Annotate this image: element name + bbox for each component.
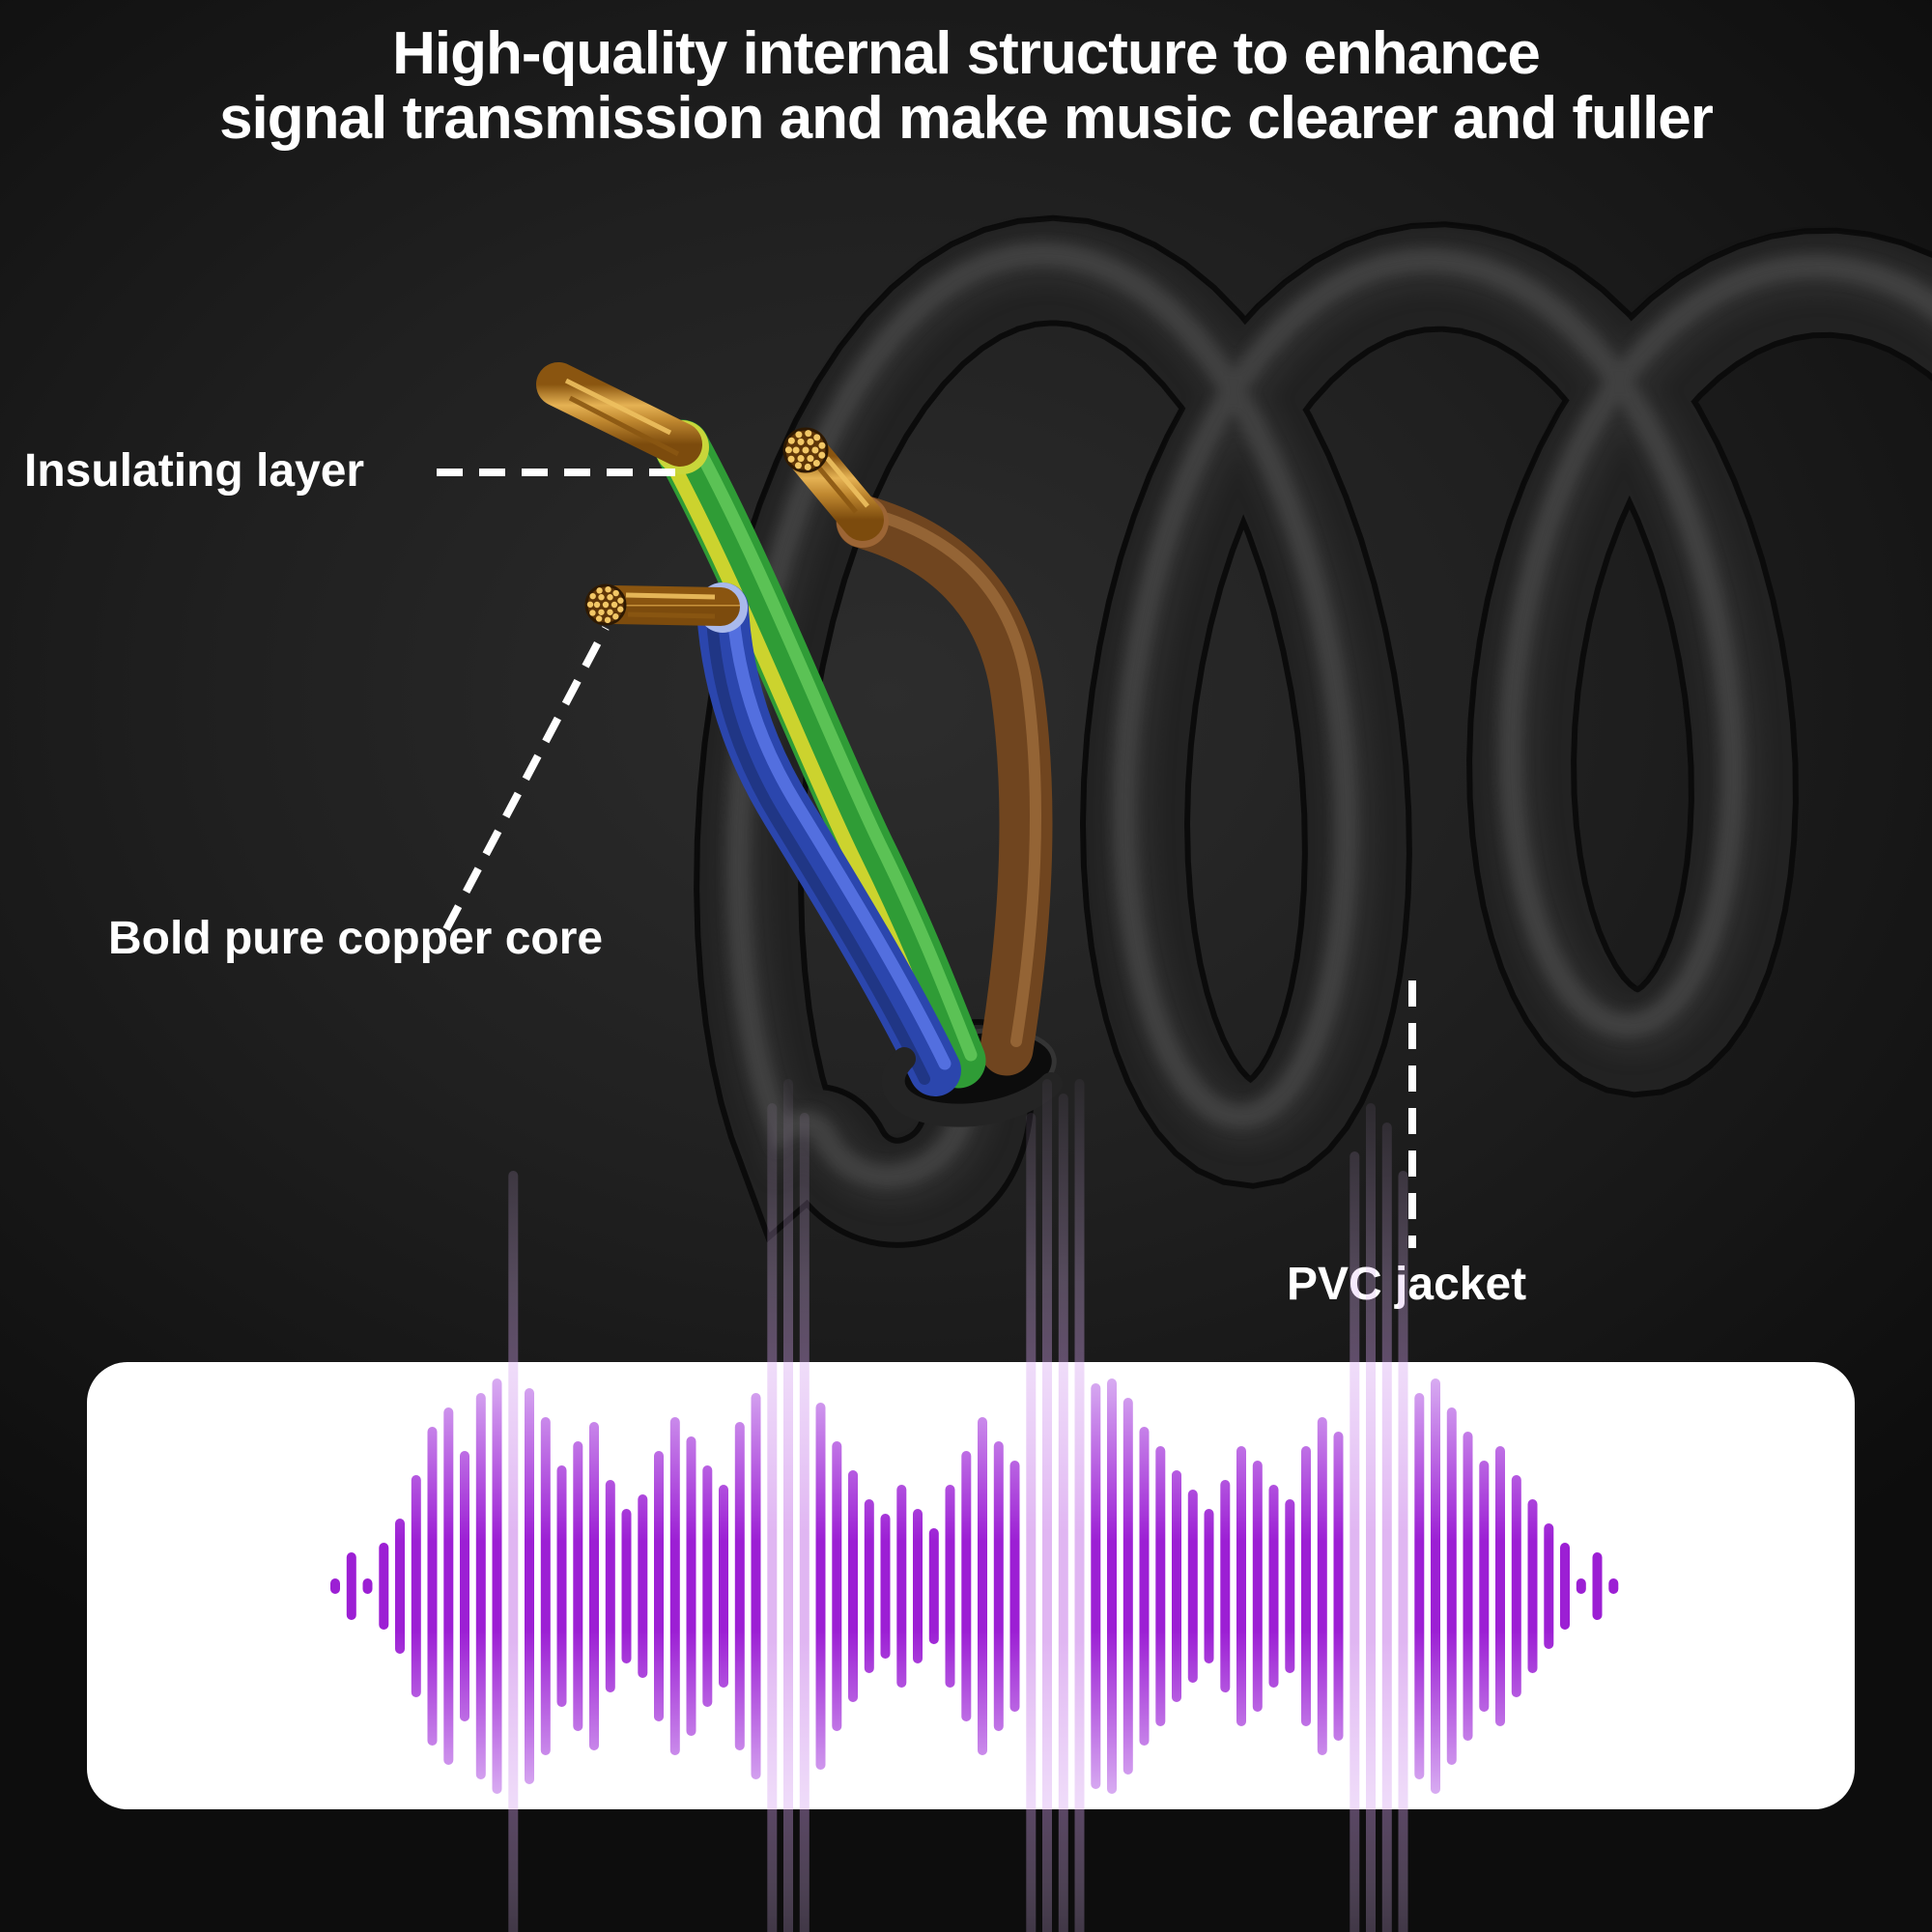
copper-strand-dot	[813, 434, 821, 441]
copper-strand-dot	[804, 463, 811, 470]
copper-strand-dot	[612, 613, 619, 620]
title-line-1: High-quality internal structure to enhan…	[392, 20, 1541, 87]
copper-strand-dot	[807, 455, 814, 463]
copper-strand-dot	[802, 446, 810, 454]
copper-strand-line	[815, 464, 858, 514]
wire-blue	[591, 582, 961, 1096]
label-pvc-jacket: PVC jacket	[1287, 1259, 1527, 1310]
copper-strand-dot	[818, 451, 826, 459]
copper-strand-dot	[598, 609, 605, 615]
copper-strand-dot	[602, 601, 610, 609]
copper-strand-dot	[586, 601, 594, 608]
wire-blue-copper	[591, 585, 740, 626]
wire-green	[536, 362, 986, 1089]
copper-strand-dot	[807, 438, 814, 445]
copper-strand-dot	[794, 462, 802, 469]
leader-copper-core	[442, 626, 610, 931]
copper-strand-dot	[598, 594, 605, 601]
copper-strand-dot	[797, 438, 805, 445]
copper-strand-dot	[805, 430, 812, 438]
copper-strand-dot	[607, 594, 613, 601]
copper-strand-line	[625, 592, 716, 600]
label-insulating-layer: Insulating layer	[24, 445, 365, 497]
copper-strand-line	[564, 378, 672, 436]
label-copper-core: Bold pure copper core	[108, 913, 604, 964]
copper-strand-dot	[795, 431, 803, 439]
coil-sheen	[726, 242, 1932, 1188]
copper-strand-dot	[589, 610, 596, 616]
wire-blue-shade	[706, 611, 930, 1085]
jacket-opening-lip	[881, 1047, 1063, 1127]
copper-strand-dot	[589, 592, 596, 600]
wire-blue-gloss	[725, 595, 952, 1070]
copper-strand-dot	[792, 446, 800, 454]
wire-green-copper	[536, 362, 702, 467]
copper-strand-dot	[787, 455, 795, 463]
copper-strand-line	[825, 456, 869, 508]
wire-brown-sheath	[836, 495, 1053, 1076]
copper-strand-dot	[617, 606, 624, 612]
wire-green-sheath	[654, 419, 986, 1089]
copper-strand-dot	[617, 597, 624, 604]
wire-green-gloss	[688, 435, 978, 1062]
copper-strand-dot	[604, 616, 611, 624]
copper-strand-dot	[784, 446, 792, 454]
title-line-2: signal transmission and make music clear…	[219, 85, 1714, 152]
page-title: High-quality internal structure to enhan…	[0, 21, 1932, 151]
copper-strand-line	[627, 611, 716, 619]
copper-strand-dot	[595, 615, 603, 622]
copper-strand-dot	[596, 587, 603, 594]
copper-strand-dot	[607, 609, 613, 615]
copper-strand-dot	[593, 601, 601, 609]
copper-strand-line	[568, 395, 680, 457]
copper-strand-dot	[612, 589, 619, 597]
copper-end-faces	[584, 427, 829, 626]
copper-strand-dot	[787, 437, 795, 444]
copper-strand-dot	[797, 455, 805, 463]
wire-brown-gloss	[867, 508, 1042, 1047]
wire-blue-sheath	[696, 582, 961, 1096]
copper-strand-dot	[811, 446, 819, 454]
copper-strand-dot	[818, 441, 826, 449]
copper-strand-dot	[611, 601, 618, 609]
copper-strand-dot	[812, 459, 820, 467]
copper-strand-dot	[605, 585, 611, 593]
leader-lines	[437, 469, 1416, 1248]
